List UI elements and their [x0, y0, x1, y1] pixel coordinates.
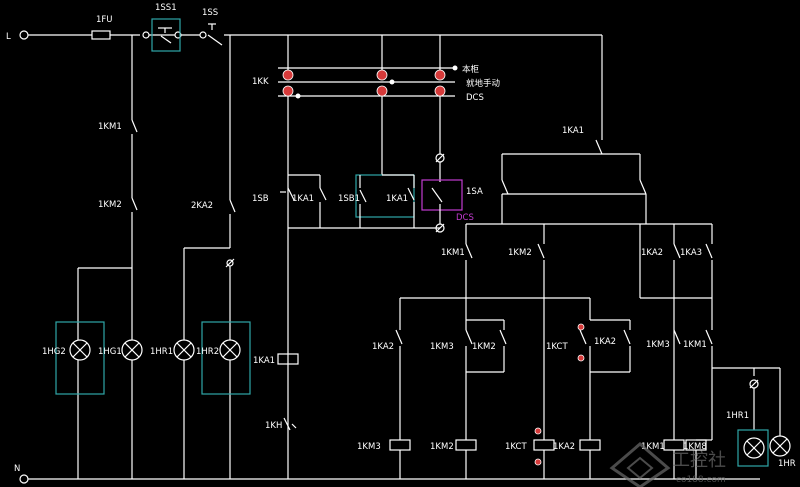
label-ka1-b: 1KA1 [386, 194, 408, 204]
ss1-box [151, 18, 181, 52]
label-fuse: 1FU [96, 15, 113, 25]
label-dcs-mag: DCS [456, 213, 474, 223]
label-coil-km1: 1KM1 [641, 442, 665, 452]
label-coil-km3: 1KM3 [357, 442, 381, 452]
label-kh: 1KH [265, 421, 282, 431]
lamp-hr-right [769, 435, 791, 457]
lamp-hr2 [201, 321, 251, 395]
selector-kk [278, 35, 458, 479]
lamp-hg2 [55, 321, 105, 395]
label-sel-field: 就地手动 [466, 78, 501, 89]
label-coil-km8: 1KM8 [683, 442, 707, 452]
label-km1-mid: 1KM1 [441, 248, 465, 258]
label-ka1-coil: 1KA1 [253, 356, 275, 366]
lower-contacts [395, 297, 781, 440]
label-ss: 1SS [202, 8, 218, 18]
lamp-hr1-left [173, 339, 195, 361]
label-hg1: 1HG1 [98, 347, 122, 357]
label-km3-low2: 1KM3 [646, 340, 670, 350]
neutral-rail [19, 474, 760, 484]
label-hg2: 1HG2 [42, 347, 66, 357]
interlock-row [465, 224, 713, 440]
label-hr1-left: 1HR1 [150, 347, 173, 357]
label-coil-km2: 1KM2 [430, 442, 454, 452]
label-ss1: 1SS1 [155, 3, 177, 13]
label-ka1-top: 1KA1 [562, 126, 584, 136]
label-km3-low: 1KM3 [430, 342, 454, 352]
left-branch [77, 35, 138, 479]
label-hr2: 1HR2 [196, 347, 219, 357]
watermark-sub: co188.com [676, 475, 726, 485]
label-km2-mid: 1KM2 [508, 248, 532, 258]
watermark-main: 工控社 [672, 450, 726, 471]
label-sb: 1SB [252, 194, 269, 204]
ka1-top-branch [466, 35, 712, 225]
sb-ka1-block [280, 174, 440, 229]
label-kk: 1KK [252, 77, 269, 87]
label-kct-low: 1KCT [546, 342, 568, 352]
lamp-hr1-right [737, 429, 769, 467]
label-coil-ka2: 1KA2 [553, 442, 575, 452]
ka1-coil [277, 353, 299, 431]
label-ka3-right: 1KA3 [680, 248, 702, 258]
label-km1-left: 1KM1 [98, 122, 122, 132]
label-sel-dcs: DCS [466, 93, 484, 103]
lamp-hg1 [121, 339, 143, 361]
label-km2-left: 1KM2 [98, 200, 122, 210]
terminal-n: N [14, 464, 20, 474]
label-ka1-a: 1KA1 [292, 194, 314, 204]
label-ka2-left: 2KA2 [191, 201, 213, 211]
label-hr-right: 1HR [778, 459, 796, 469]
label-sb1: 1SB1 [338, 194, 360, 204]
sb1-block [355, 174, 415, 228]
label-ka2-low2: 1KA2 [594, 337, 616, 347]
label-sa: 1SA [466, 187, 483, 197]
watermark: 工控社 co188.com [609, 442, 726, 487]
label-km1-low: 1KM1 [683, 340, 707, 350]
line-rail [19, 30, 602, 46]
coils [389, 427, 712, 479]
label-sel-local: 本柜 [462, 64, 480, 75]
terminal-l: L [6, 32, 11, 42]
ka2-branch [183, 35, 236, 479]
dcs-contact [421, 153, 463, 233]
label-km2-low: 1KM2 [472, 342, 496, 352]
label-ka2-right: 1KA2 [641, 248, 663, 258]
label-hr1-right: 1HR1 [726, 411, 749, 421]
label-ka2-low: 1KA2 [372, 342, 394, 352]
label-coil-kct: 1KCT [505, 442, 527, 452]
